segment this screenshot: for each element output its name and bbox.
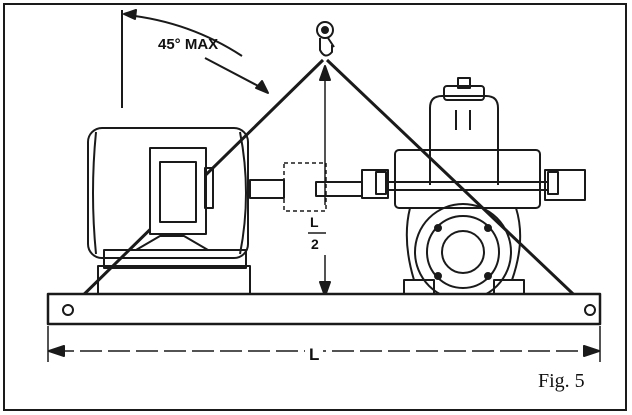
figure-caption: Fig. 5 <box>538 370 585 392</box>
angle-pointer-line <box>204 57 263 89</box>
sling-right <box>325 58 592 312</box>
angle-label: 45° MAX <box>158 36 219 53</box>
angle-arc-arrow-right <box>255 80 269 94</box>
motor <box>87 127 251 295</box>
angle-arc <box>126 14 243 57</box>
half-height-label-numerator: L <box>310 214 319 230</box>
figure-frame <box>3 3 627 411</box>
coupling <box>249 162 363 212</box>
half-height-label-denominator: 2 <box>311 236 319 252</box>
span-arrow-right <box>583 345 600 357</box>
span-arrow-left <box>48 345 65 357</box>
lifting-hook <box>316 21 335 57</box>
base-frame <box>46 292 602 326</box>
lifting-eye-right <box>584 304 596 316</box>
angle-arc-arrow-left <box>123 9 137 20</box>
pump <box>361 77 586 301</box>
lifting-eye-left <box>62 304 74 316</box>
half-arrow-up <box>319 65 331 81</box>
span-label: L <box>305 345 324 365</box>
half-arrow-down <box>319 281 331 297</box>
